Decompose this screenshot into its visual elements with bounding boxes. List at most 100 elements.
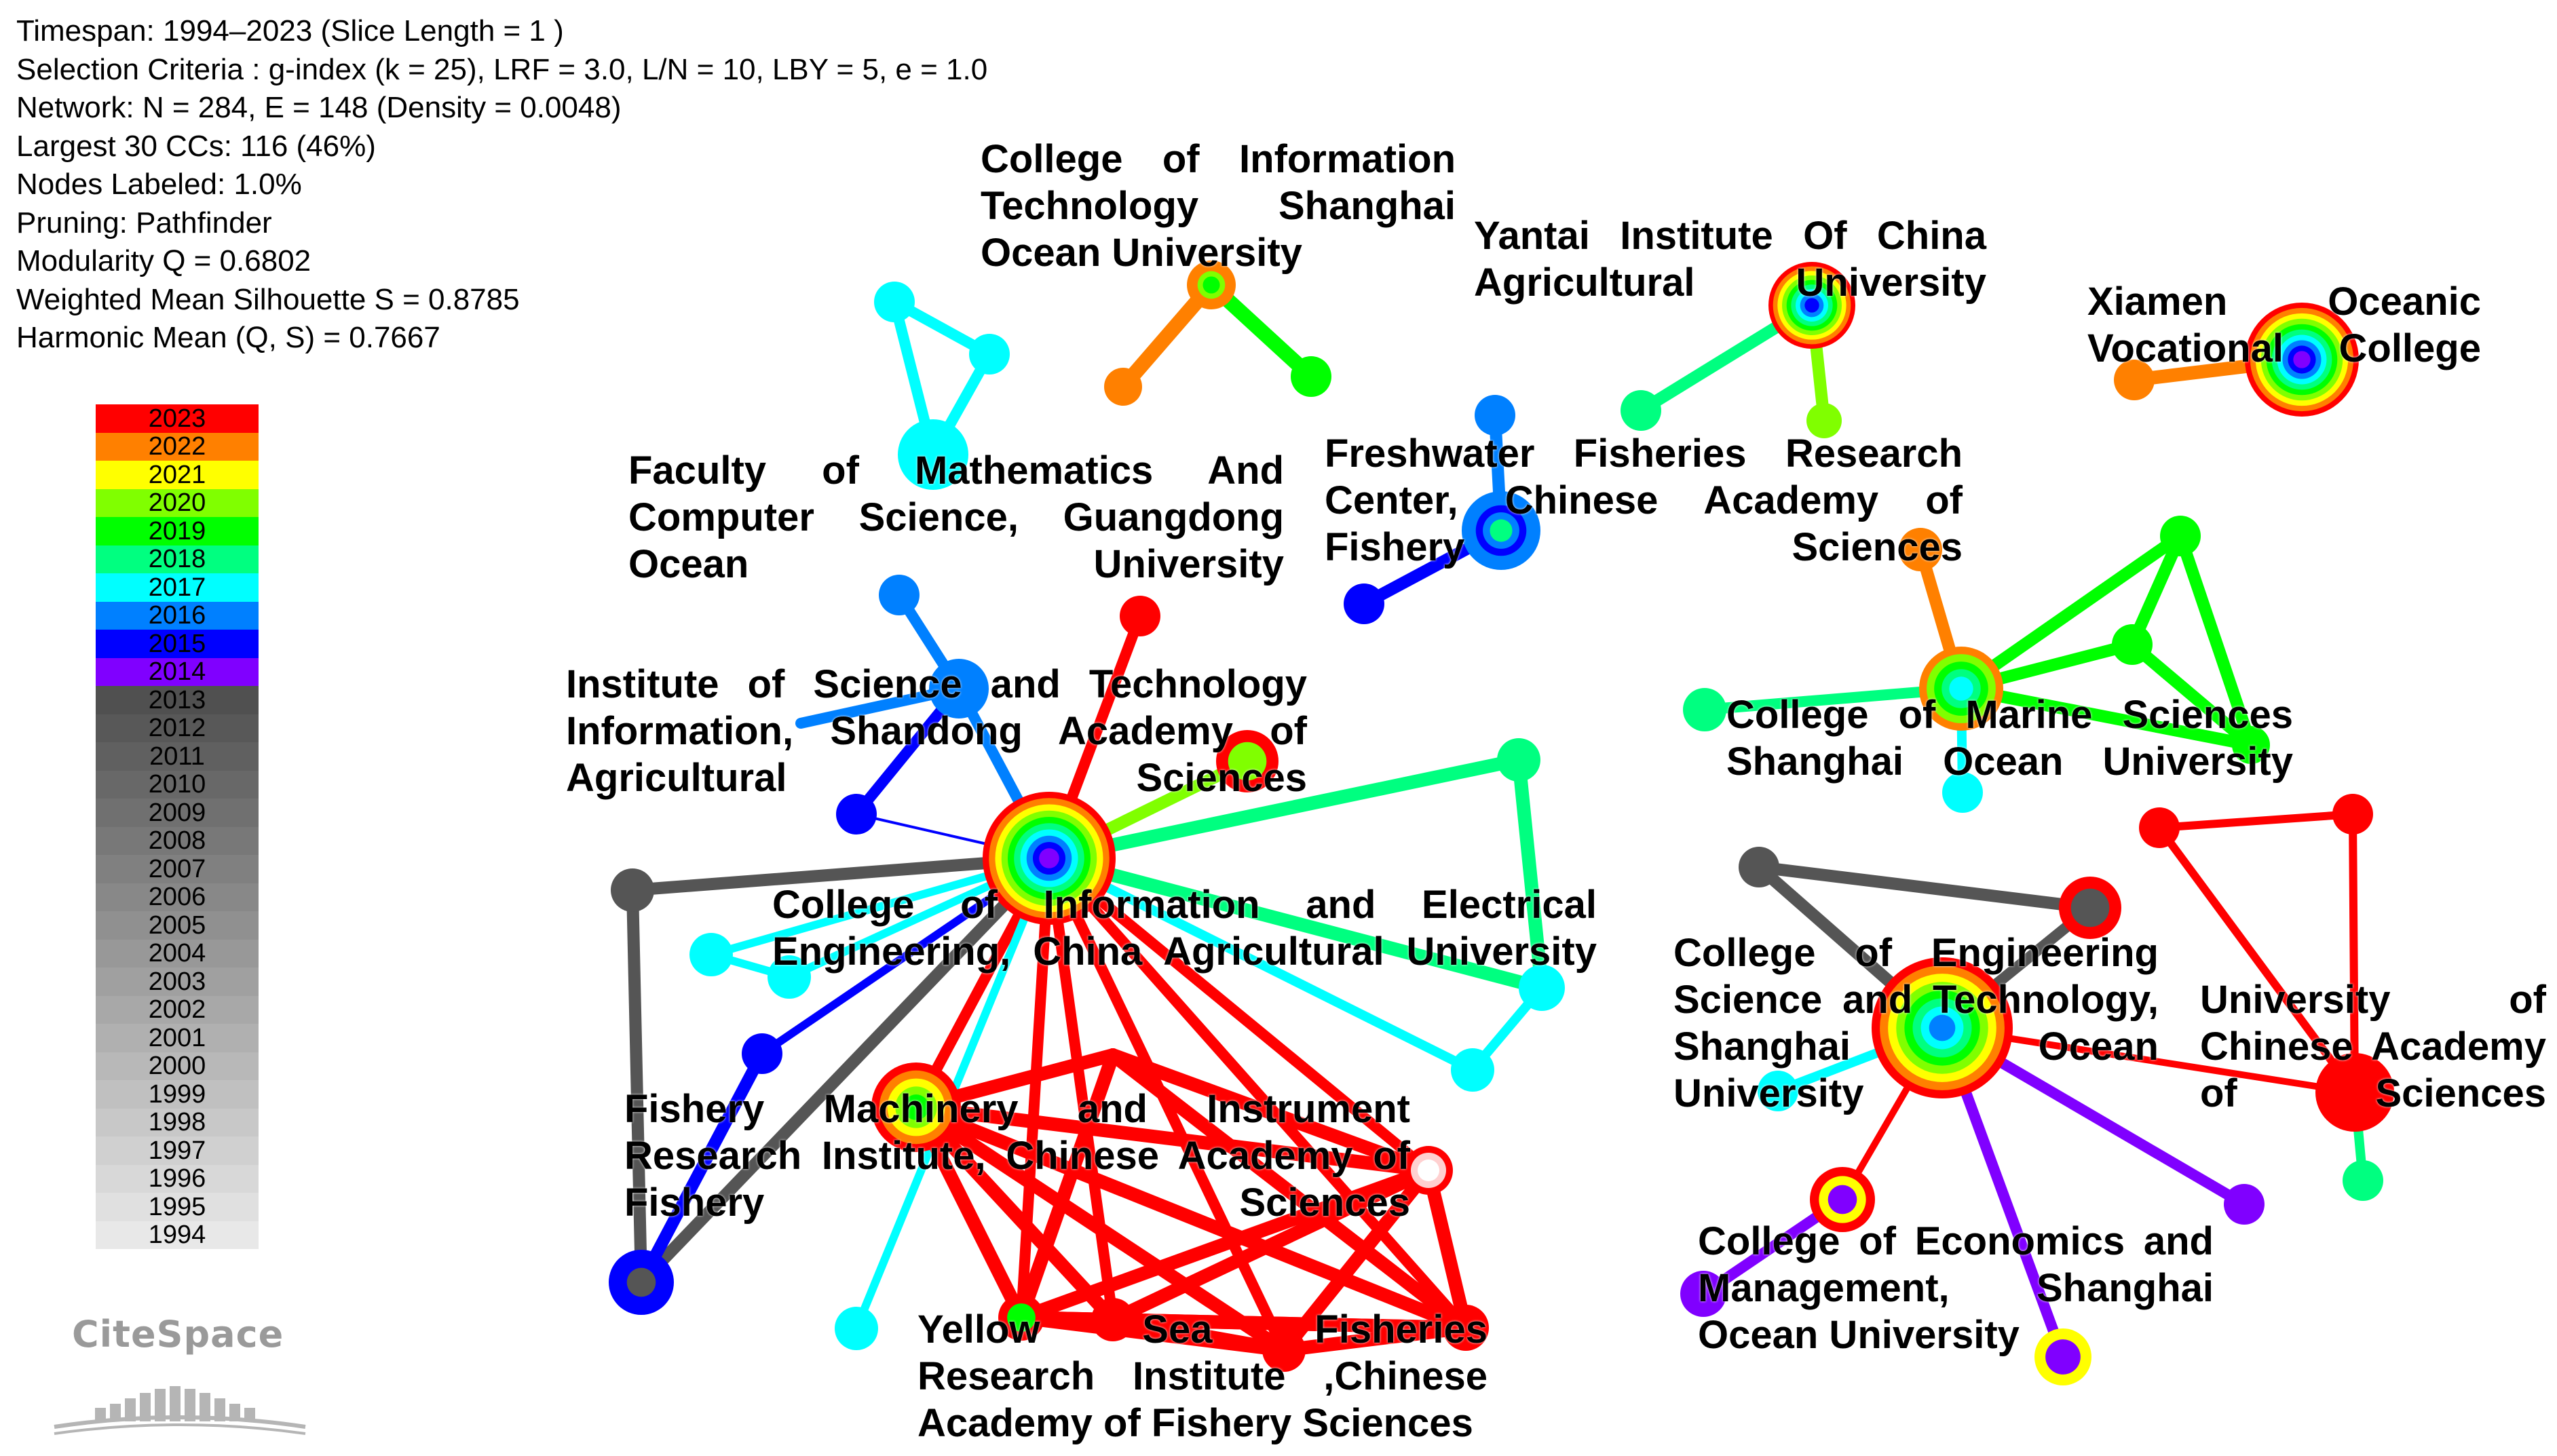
logo-wordmark: CiteSpace xyxy=(72,1313,284,1356)
network-edge xyxy=(909,1100,1120,1326)
legend-year-2015: 2015 xyxy=(96,630,259,658)
node-ring xyxy=(626,1267,656,1297)
network-node xyxy=(874,282,915,322)
network-edge xyxy=(2155,824,2359,1096)
network-edge xyxy=(909,1100,1291,1357)
node-ring xyxy=(1202,276,1220,294)
node-ring xyxy=(2343,1160,2383,1201)
network-edge xyxy=(909,1100,1435,1177)
legend-year-2006: 2006 xyxy=(96,883,259,911)
network-nodes xyxy=(609,261,2394,1385)
legend-year-2011: 2011 xyxy=(96,742,259,771)
network-node xyxy=(1404,1146,1453,1195)
node-ring xyxy=(768,955,811,999)
network-edge xyxy=(1106,1048,1473,1335)
network-node xyxy=(1497,738,1540,782)
network-node xyxy=(2315,1053,2394,1132)
legend-year-2016: 2016 xyxy=(96,601,259,630)
network-node xyxy=(1091,1298,1135,1341)
stat-network-size: Network: N = 284, E = 148 (Density = 0.0… xyxy=(16,91,622,124)
node-ring xyxy=(1739,847,1779,887)
network-edge xyxy=(2349,810,2359,1096)
network-edges xyxy=(626,277,2368,1362)
network-edge xyxy=(2126,638,2257,751)
stat-silhouette: Weighted Mean Silhouette S = 0.8785 xyxy=(16,282,520,316)
node-ring xyxy=(1680,1271,1726,1317)
network-node xyxy=(1768,262,1855,349)
network-edge xyxy=(1044,853,1434,1176)
legend-year-1994: 1994 xyxy=(96,1221,259,1249)
network-node xyxy=(1262,1328,1306,1372)
network-node xyxy=(1810,1167,1875,1232)
network-edge xyxy=(1106,1164,1435,1326)
legend-year-2001: 2001 xyxy=(96,1024,259,1052)
node-ring xyxy=(1262,1328,1306,1372)
network-node xyxy=(2224,1184,2265,1225)
legend-year-2008: 2008 xyxy=(96,826,259,855)
network-statistics: Timespan: 1994–2023 (Slice Length = 1 ) … xyxy=(16,12,987,358)
network-edge xyxy=(2174,530,2257,751)
network-edge xyxy=(1955,530,2186,695)
legend-year-2003: 2003 xyxy=(96,968,259,996)
node-ring xyxy=(1418,1160,1439,1181)
network-node xyxy=(1120,596,1160,636)
network-edge xyxy=(1015,1164,1435,1324)
node-ring xyxy=(1091,1298,1135,1341)
network-edge xyxy=(1042,753,1526,865)
node-ring xyxy=(2139,807,2180,848)
node-ring xyxy=(1899,528,1942,571)
network-node xyxy=(2114,360,2155,400)
node-ring xyxy=(1228,742,1267,781)
node-ring xyxy=(2045,1339,2081,1375)
node-ring xyxy=(2112,624,2153,665)
network-node xyxy=(1899,528,1942,571)
network-node xyxy=(1344,583,1384,624)
node-ring xyxy=(969,334,1010,375)
network-node xyxy=(836,794,877,835)
network-node xyxy=(1942,772,1983,813)
legend-year-2013: 2013 xyxy=(96,686,259,714)
node-ring xyxy=(1621,390,1661,431)
network-edge xyxy=(635,1048,768,1288)
node-ring xyxy=(2332,794,2373,835)
network-edge xyxy=(626,852,1055,896)
network-node xyxy=(2160,516,2201,556)
network-node xyxy=(983,792,1116,925)
node-ring xyxy=(2293,351,2311,368)
network-node xyxy=(1739,847,1779,887)
node-ring xyxy=(1291,356,1331,397)
network-node xyxy=(1291,356,1331,397)
network-node xyxy=(1621,390,1661,431)
network-edge xyxy=(1044,853,1118,1325)
network-node xyxy=(929,659,989,719)
network-node xyxy=(1451,1048,1494,1092)
network-edge xyxy=(1106,1048,1435,1177)
node-ring xyxy=(898,419,968,490)
node-ring xyxy=(1942,772,1983,813)
network-node xyxy=(1462,491,1540,570)
network-node xyxy=(2245,303,2359,417)
legend-year-1997: 1997 xyxy=(96,1136,259,1165)
node-ring xyxy=(903,1094,929,1120)
node-ring xyxy=(2114,360,2155,400)
stat-selection-criteria: Selection Criteria : g-index (k = 25), L… xyxy=(16,52,988,86)
node-ring xyxy=(1451,1048,1494,1092)
network-node xyxy=(611,868,654,912)
legend-year-2007: 2007 xyxy=(96,855,259,883)
node-ring xyxy=(1519,965,1565,1011)
network-node xyxy=(835,1307,878,1350)
stat-timespan: Timespan: 1994–2023 (Slice Length = 1 ) xyxy=(16,14,564,47)
node-ring xyxy=(1490,519,1513,542)
stat-pruning: Pruning: Pathfinder xyxy=(16,206,272,240)
network-node xyxy=(1806,403,1842,438)
legend-year-2009: 2009 xyxy=(96,799,259,827)
legend-year-2010: 2010 xyxy=(96,770,259,799)
network-edge xyxy=(1699,683,1967,715)
network-edge xyxy=(1015,1048,1120,1324)
network-edge xyxy=(1016,853,1055,1323)
node-ring xyxy=(1929,1014,1956,1041)
stat-largest-ccs: Largest 30 CCs: 116 (46%) xyxy=(16,129,376,163)
legend-year-2014: 2014 xyxy=(96,657,259,686)
